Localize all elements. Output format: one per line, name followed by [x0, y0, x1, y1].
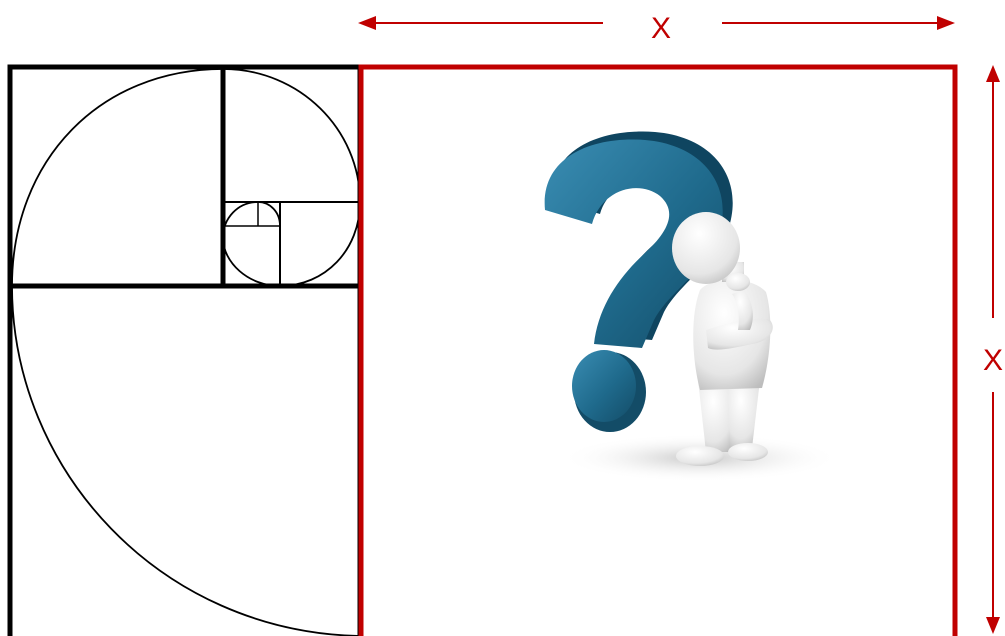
width-label: X: [651, 12, 671, 45]
golden-spiral: [12, 69, 360, 636]
golden-rectangle: [10, 67, 360, 636]
height-label: X: [983, 344, 1003, 377]
arrow-right-icon: [937, 16, 955, 30]
golden-rectangle-outer-square: [10, 67, 360, 636]
width-dimension: X: [358, 12, 955, 45]
thinking-figure: [672, 212, 773, 466]
thinking-figure-with-question-mark-icon: [545, 132, 840, 482]
figure-head: [672, 212, 740, 284]
arrow-up-icon: [986, 65, 1000, 82]
arrow-down-icon: [986, 617, 1000, 634]
height-dimension: X: [983, 65, 1003, 634]
arrow-left-icon: [358, 16, 376, 30]
